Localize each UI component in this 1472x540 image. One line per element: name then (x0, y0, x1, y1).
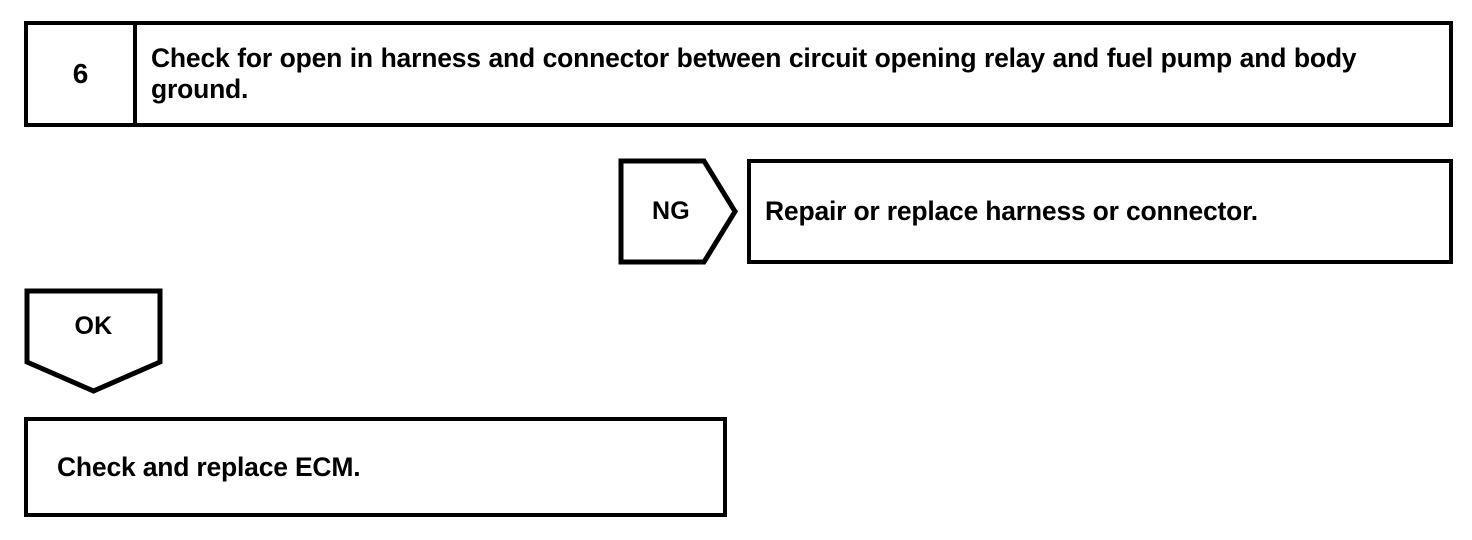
ng-arrow-pentagon-icon (618, 158, 738, 265)
step-number-cell: 6 (28, 25, 137, 123)
ng-outcome-text: Repair or replace harness or connector. (765, 196, 1258, 227)
step-instruction-text: Check for open in harness and connector … (151, 43, 1357, 104)
ok-outcome-text: Check and replace ECM. (57, 451, 361, 482)
step-box: 6 Check for open in harness and connecto… (24, 21, 1453, 127)
step-number: 6 (72, 58, 89, 89)
ng-outcome-box: Repair or replace harness or connector. (747, 159, 1453, 264)
step-instruction-cell: Check for open in harness and connector … (137, 25, 1449, 123)
ok-arrow-pentagon-icon (24, 288, 163, 394)
ok-outcome-box: Check and replace ECM. (24, 417, 727, 517)
